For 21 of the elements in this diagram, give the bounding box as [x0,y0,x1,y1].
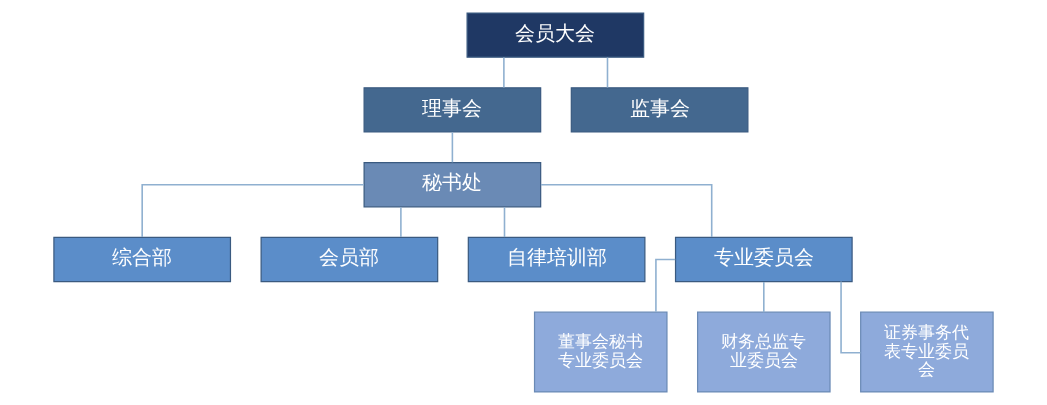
node-box: 会员部 [260,236,439,283]
connector [503,56,505,89]
node-box: 理事会 [363,87,542,133]
node-box: 财务总监专业委员会 [697,311,831,393]
node-box: 董事会秘书专业委员会 [533,311,668,393]
connector [141,183,365,238]
connector [540,183,713,238]
node-box: 监事会 [570,87,749,133]
node-box: 会员大会 [466,12,645,58]
connector [655,258,676,313]
connector [840,280,862,354]
connector [606,56,609,89]
node-box: 证券事务代表专业委员会 [860,311,994,393]
connector [503,206,506,238]
connector [400,206,402,238]
connector [763,281,765,313]
node-box: 专业委员会 [674,236,853,283]
node-box: 自律培训部 [467,236,646,283]
connector [451,131,454,164]
node-box: 秘书处 [363,162,542,208]
node-box: 综合部 [53,236,232,283]
